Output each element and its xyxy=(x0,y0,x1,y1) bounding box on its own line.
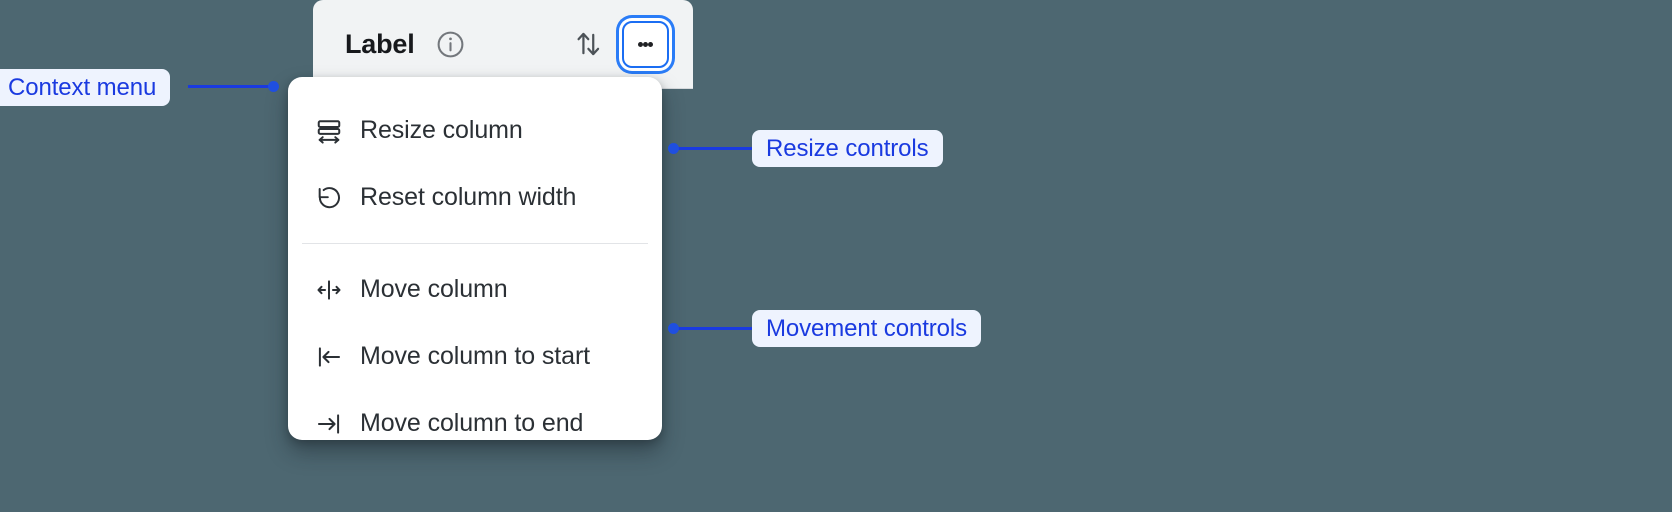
callout-leader-line-context-menu xyxy=(188,85,274,88)
menu-item-label: Resize column xyxy=(360,116,523,144)
callout-label-movement-controls: Movement controls xyxy=(752,310,982,347)
kebab-dot xyxy=(643,41,648,47)
menu-item-move-column[interactable]: Move column xyxy=(288,256,662,323)
menu-item-move-column-to-start[interactable]: Move column to start xyxy=(288,323,662,390)
kebab-dot xyxy=(648,41,653,47)
context-menu: Resize column Reset column width Move co… xyxy=(288,77,662,440)
menu-item-label: Move column to start xyxy=(360,342,591,370)
menu-item-reset-column-width[interactable]: Reset column width xyxy=(288,164,662,231)
menu-item-label: Reset column width xyxy=(360,183,577,211)
menu-item-resize-column[interactable]: Resize column xyxy=(288,97,662,164)
menu-divider xyxy=(302,243,648,244)
resize-column-icon xyxy=(314,116,344,146)
move-column-icon xyxy=(314,275,344,305)
callout-leader-line-movement xyxy=(674,327,754,330)
callout-dot-movement xyxy=(668,323,679,334)
kebab-menu-icon[interactable] xyxy=(622,20,669,68)
callout-label-context-menu: Context menu xyxy=(0,69,171,106)
menu-item-move-column-to-end[interactable]: Move column to end xyxy=(288,390,662,457)
callout-label-resize-controls: Resize controls xyxy=(752,130,943,167)
column-header: Label xyxy=(313,0,693,89)
callout-leader-line-resize xyxy=(674,147,754,150)
menu-item-label: Move column xyxy=(360,275,508,303)
move-to-end-icon xyxy=(314,409,344,439)
menu-item-label: Move column to end xyxy=(360,409,584,437)
info-circle-icon[interactable] xyxy=(435,29,466,60)
move-to-start-icon xyxy=(314,342,344,372)
callout-dot-context-menu xyxy=(268,81,279,92)
reset-width-icon xyxy=(314,183,344,213)
kebab-dot xyxy=(638,41,643,47)
column-header-title: Label xyxy=(345,28,415,59)
sort-up-down-icon[interactable] xyxy=(571,27,605,61)
callout-dot-resize xyxy=(668,143,679,154)
